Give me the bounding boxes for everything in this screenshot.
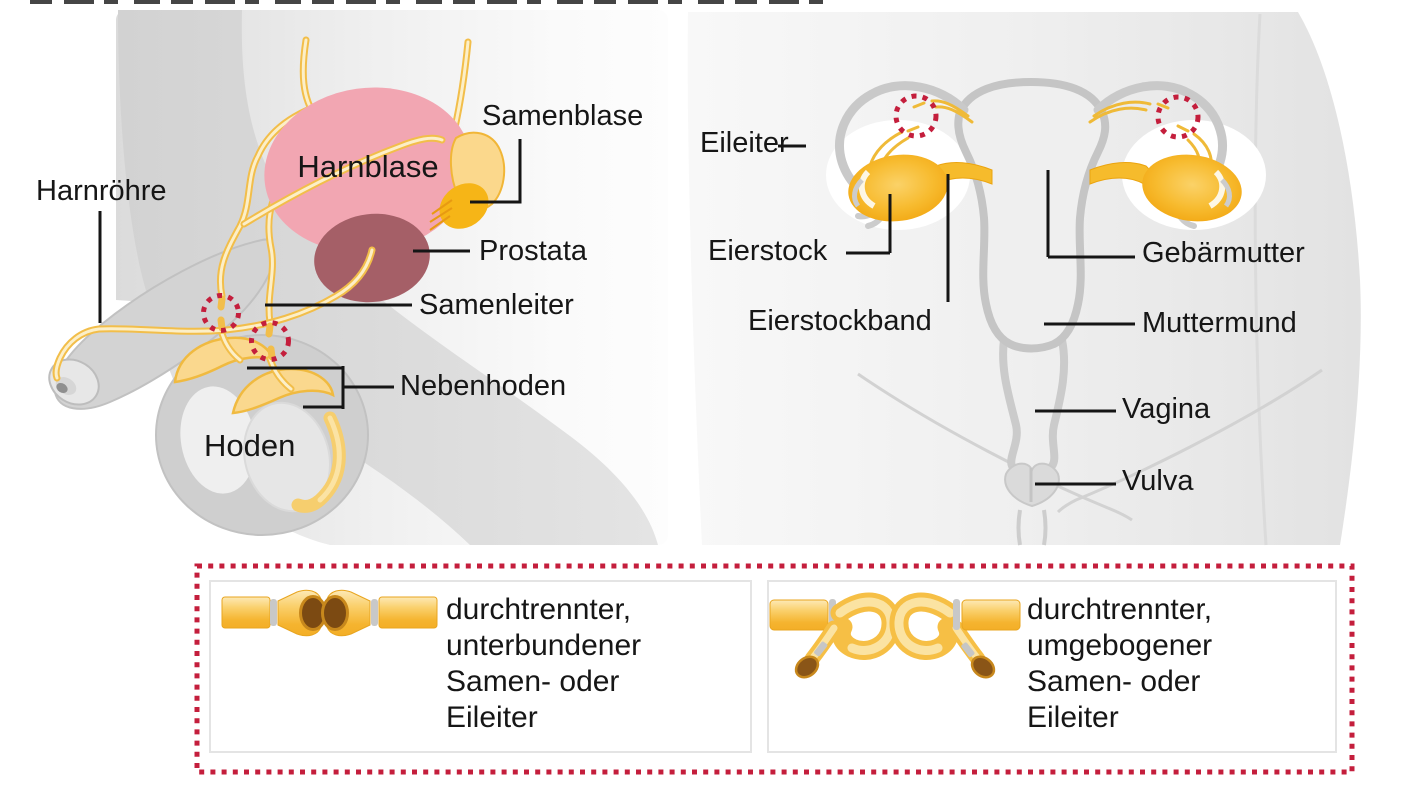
label-gebaermutter: Gebärmutter — [1142, 237, 1305, 269]
label-vagina: Vagina — [1122, 393, 1211, 425]
legend-text-tied: durchtrennter, unterbundener Samen- oder… — [446, 592, 641, 736]
ovary-ligaments — [931, 162, 1151, 185]
uterus-shape — [954, 78, 1110, 353]
vagina-wall-left — [999, 336, 1021, 470]
male-torso-band — [118, 10, 658, 545]
ovaries — [848, 154, 1242, 222]
urethra-tube — [52, 246, 376, 382]
male-epididymis — [173, 336, 346, 513]
label-samenblase: Samenblase — [482, 100, 644, 132]
penis-shape — [53, 238, 276, 410]
legend-line: Samen- oder — [446, 665, 620, 698]
legend-line: durchtrennter, — [446, 593, 632, 626]
legend-line: umgebogener — [1027, 629, 1213, 662]
label-prostata: Prostata — [479, 235, 587, 267]
label-nebenhoden: Nebenhoden — [400, 370, 567, 402]
vas-deferens-tubes — [216, 36, 472, 393]
tubal-marker-circle-right — [1155, 94, 1201, 140]
label-eierstock: Eierstock — [708, 235, 828, 267]
leader-gebaermutter — [1046, 170, 1135, 259]
ovary-right — [1142, 154, 1242, 222]
label-vulva: Vulva — [1122, 465, 1194, 497]
label-harnroehre: Harnröhre — [36, 175, 167, 207]
label-samenleiter: Samenleiter — [419, 289, 574, 321]
tubal-marker-circle-left — [893, 93, 939, 139]
male-cut-markers — [201, 293, 291, 362]
leader-eierstock — [846, 194, 892, 255]
seminal-vesicle-shape — [429, 131, 506, 231]
vasectomy-marker-circle-left — [201, 293, 241, 333]
vasectomy-marker-circle-right — [249, 320, 291, 362]
male-silhouette — [48, 10, 668, 545]
female-silhouette — [687, 12, 1361, 546]
label-hoden: Hoden — [204, 428, 296, 463]
groin-line-left — [857, 372, 1133, 522]
legend-text-folded: durchtrennter, umgebogener Samen- oder E… — [1027, 592, 1212, 736]
legend-line: unterbundener — [446, 629, 642, 662]
fallopian-tubes — [835, 81, 1227, 229]
legend-line: Eileiter — [1027, 701, 1119, 734]
legend-line: durchtrennter, — [1027, 593, 1213, 626]
female-cut-markers — [893, 93, 1201, 140]
vulva-shape — [1004, 462, 1060, 546]
leader-samenblase — [470, 139, 522, 204]
vagina-wall-right — [1048, 336, 1069, 470]
label-eileiter: Eileiter — [700, 127, 789, 159]
penis-tip — [48, 358, 100, 406]
legend-line: Samen- oder — [1027, 665, 1201, 698]
leader-nebenhoden — [247, 366, 394, 409]
prostate-shape — [314, 213, 430, 303]
label-harnblase: Harnblase — [297, 149, 439, 184]
legend-line: Eileiter — [446, 701, 538, 734]
label-muttermund: Muttermund — [1142, 307, 1297, 339]
label-eierstockband: Eierstockband — [748, 305, 932, 337]
ovary-left — [848, 154, 948, 222]
